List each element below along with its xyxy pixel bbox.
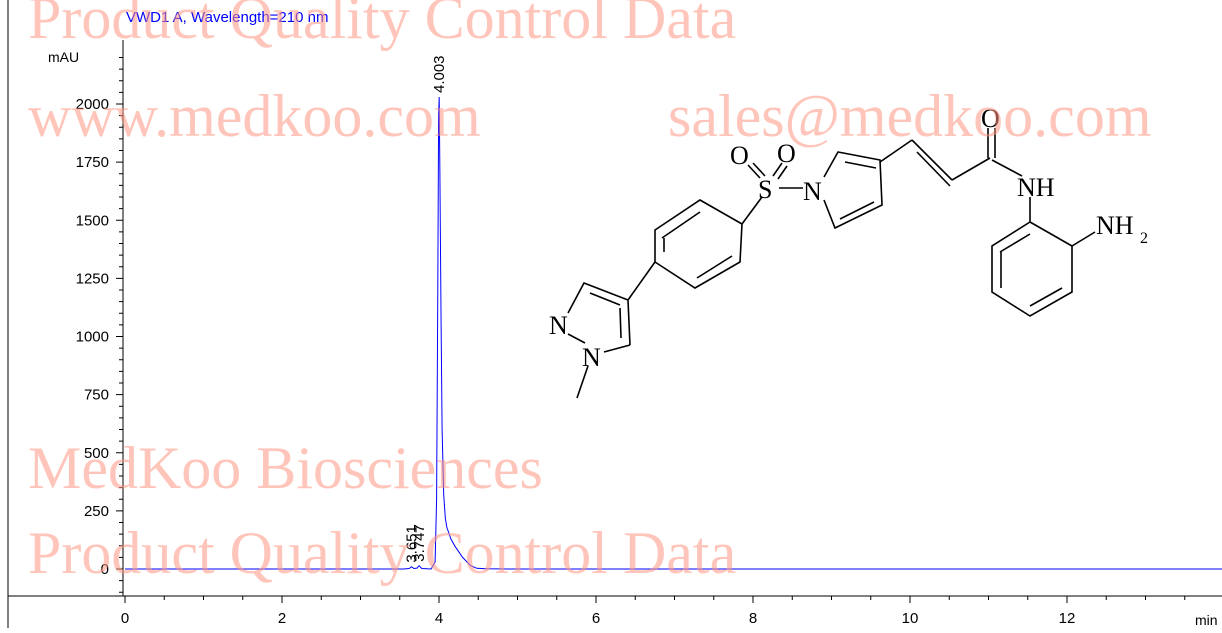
bond-s-o2-a	[772, 162, 783, 177]
pyrazole-inner-b	[619, 307, 622, 339]
x-tick-label: 10	[902, 610, 919, 627]
pyrrole-ring	[823, 151, 883, 230]
pyrazole-bond-c-c	[627, 299, 631, 346]
benzene-ring-2	[991, 221, 1073, 317]
y-tick-label: 1750	[76, 154, 109, 171]
benzene-ring-1-inner-a	[661, 211, 701, 239]
x-axis-label: min	[1195, 612, 1218, 628]
pyrazole-ring	[567, 281, 629, 314]
x-tick-label: 12	[1059, 610, 1076, 627]
x-tick-label: 0	[121, 610, 129, 627]
atom-nh2-subscript: 2	[1140, 230, 1148, 247]
bond-s-o2-b	[777, 165, 788, 180]
atom-o-2: O	[777, 139, 796, 168]
atom-o-1: O	[730, 141, 749, 170]
peak-label: 3.747	[411, 524, 428, 562]
atom-nh2: NH	[1096, 211, 1134, 240]
bond-phenyl-s	[741, 196, 763, 225]
x-tick-label: 4	[435, 610, 443, 627]
y-tick-label: 0	[101, 561, 109, 578]
pyrrole-inner-b	[839, 201, 875, 220]
atom-nh: NH	[1017, 173, 1055, 202]
atom-s: S	[758, 175, 772, 204]
chemical-structure	[567, 128, 1096, 399]
atom-n-pyrrole: N	[803, 177, 822, 206]
benzene-ring-1-inner-b	[696, 255, 733, 279]
structure-atom-labels: N N S O O N O NH NH 2	[549, 104, 1148, 372]
y-tick-label: 500	[84, 445, 109, 462]
pyrazole-inner-a	[589, 292, 621, 306]
bond-s-o1-a	[747, 164, 761, 179]
peak-label: 3.651	[404, 525, 421, 563]
bond-phenyl-pyrazole	[627, 261, 656, 301]
benzene-ring-2-inner-a	[999, 233, 1031, 253]
bond-vinyl-carbonyl	[951, 157, 991, 181]
bond-vinyl-double	[916, 151, 951, 187]
x-axis-ticks: 0 2 4 6 8 10 12	[121, 596, 1186, 627]
y-tick-label: 1250	[76, 270, 109, 287]
bond-s-o1-b	[752, 162, 766, 177]
pyrazole-bond-c-n	[603, 344, 631, 353]
x-tick-label: 2	[278, 610, 286, 627]
atom-n-pyrazole-1: N	[549, 311, 568, 340]
bond-pyrrole-vinyl	[879, 139, 913, 163]
peak-label: 4.003	[431, 55, 448, 93]
atom-o-carbonyl: O	[981, 104, 1000, 133]
bond-vinyl	[911, 139, 953, 181]
pyrrole-inner-a	[844, 161, 877, 169]
y-tick-label: 750	[84, 387, 109, 404]
atom-n-pyrazole-2: N	[582, 343, 601, 372]
benzene-ring-2-inner-b	[1029, 287, 1063, 307]
y-tick-label: 1500	[76, 212, 109, 229]
chromatogram-trace	[125, 96, 1222, 570]
chart-title: VWD1 A, Wavelength=210 nm	[126, 9, 328, 26]
y-tick-label: 250	[84, 503, 109, 520]
x-tick-label: 6	[592, 610, 600, 627]
y-tick-label: 1000	[76, 329, 109, 346]
y-axis-label: mAU	[48, 49, 79, 65]
bond-aryl-nh2	[1071, 231, 1096, 247]
y-axis-ticks: 0 250 500 750 1000 1250 1500 1750 2000	[76, 57, 123, 593]
y-tick-label: 2000	[76, 96, 109, 113]
bond-carbonyl-n	[991, 159, 1023, 177]
x-tick-label: 8	[749, 610, 757, 627]
bond-n-methyl	[576, 365, 589, 399]
pyrazole-bond-n-n	[567, 333, 586, 344]
